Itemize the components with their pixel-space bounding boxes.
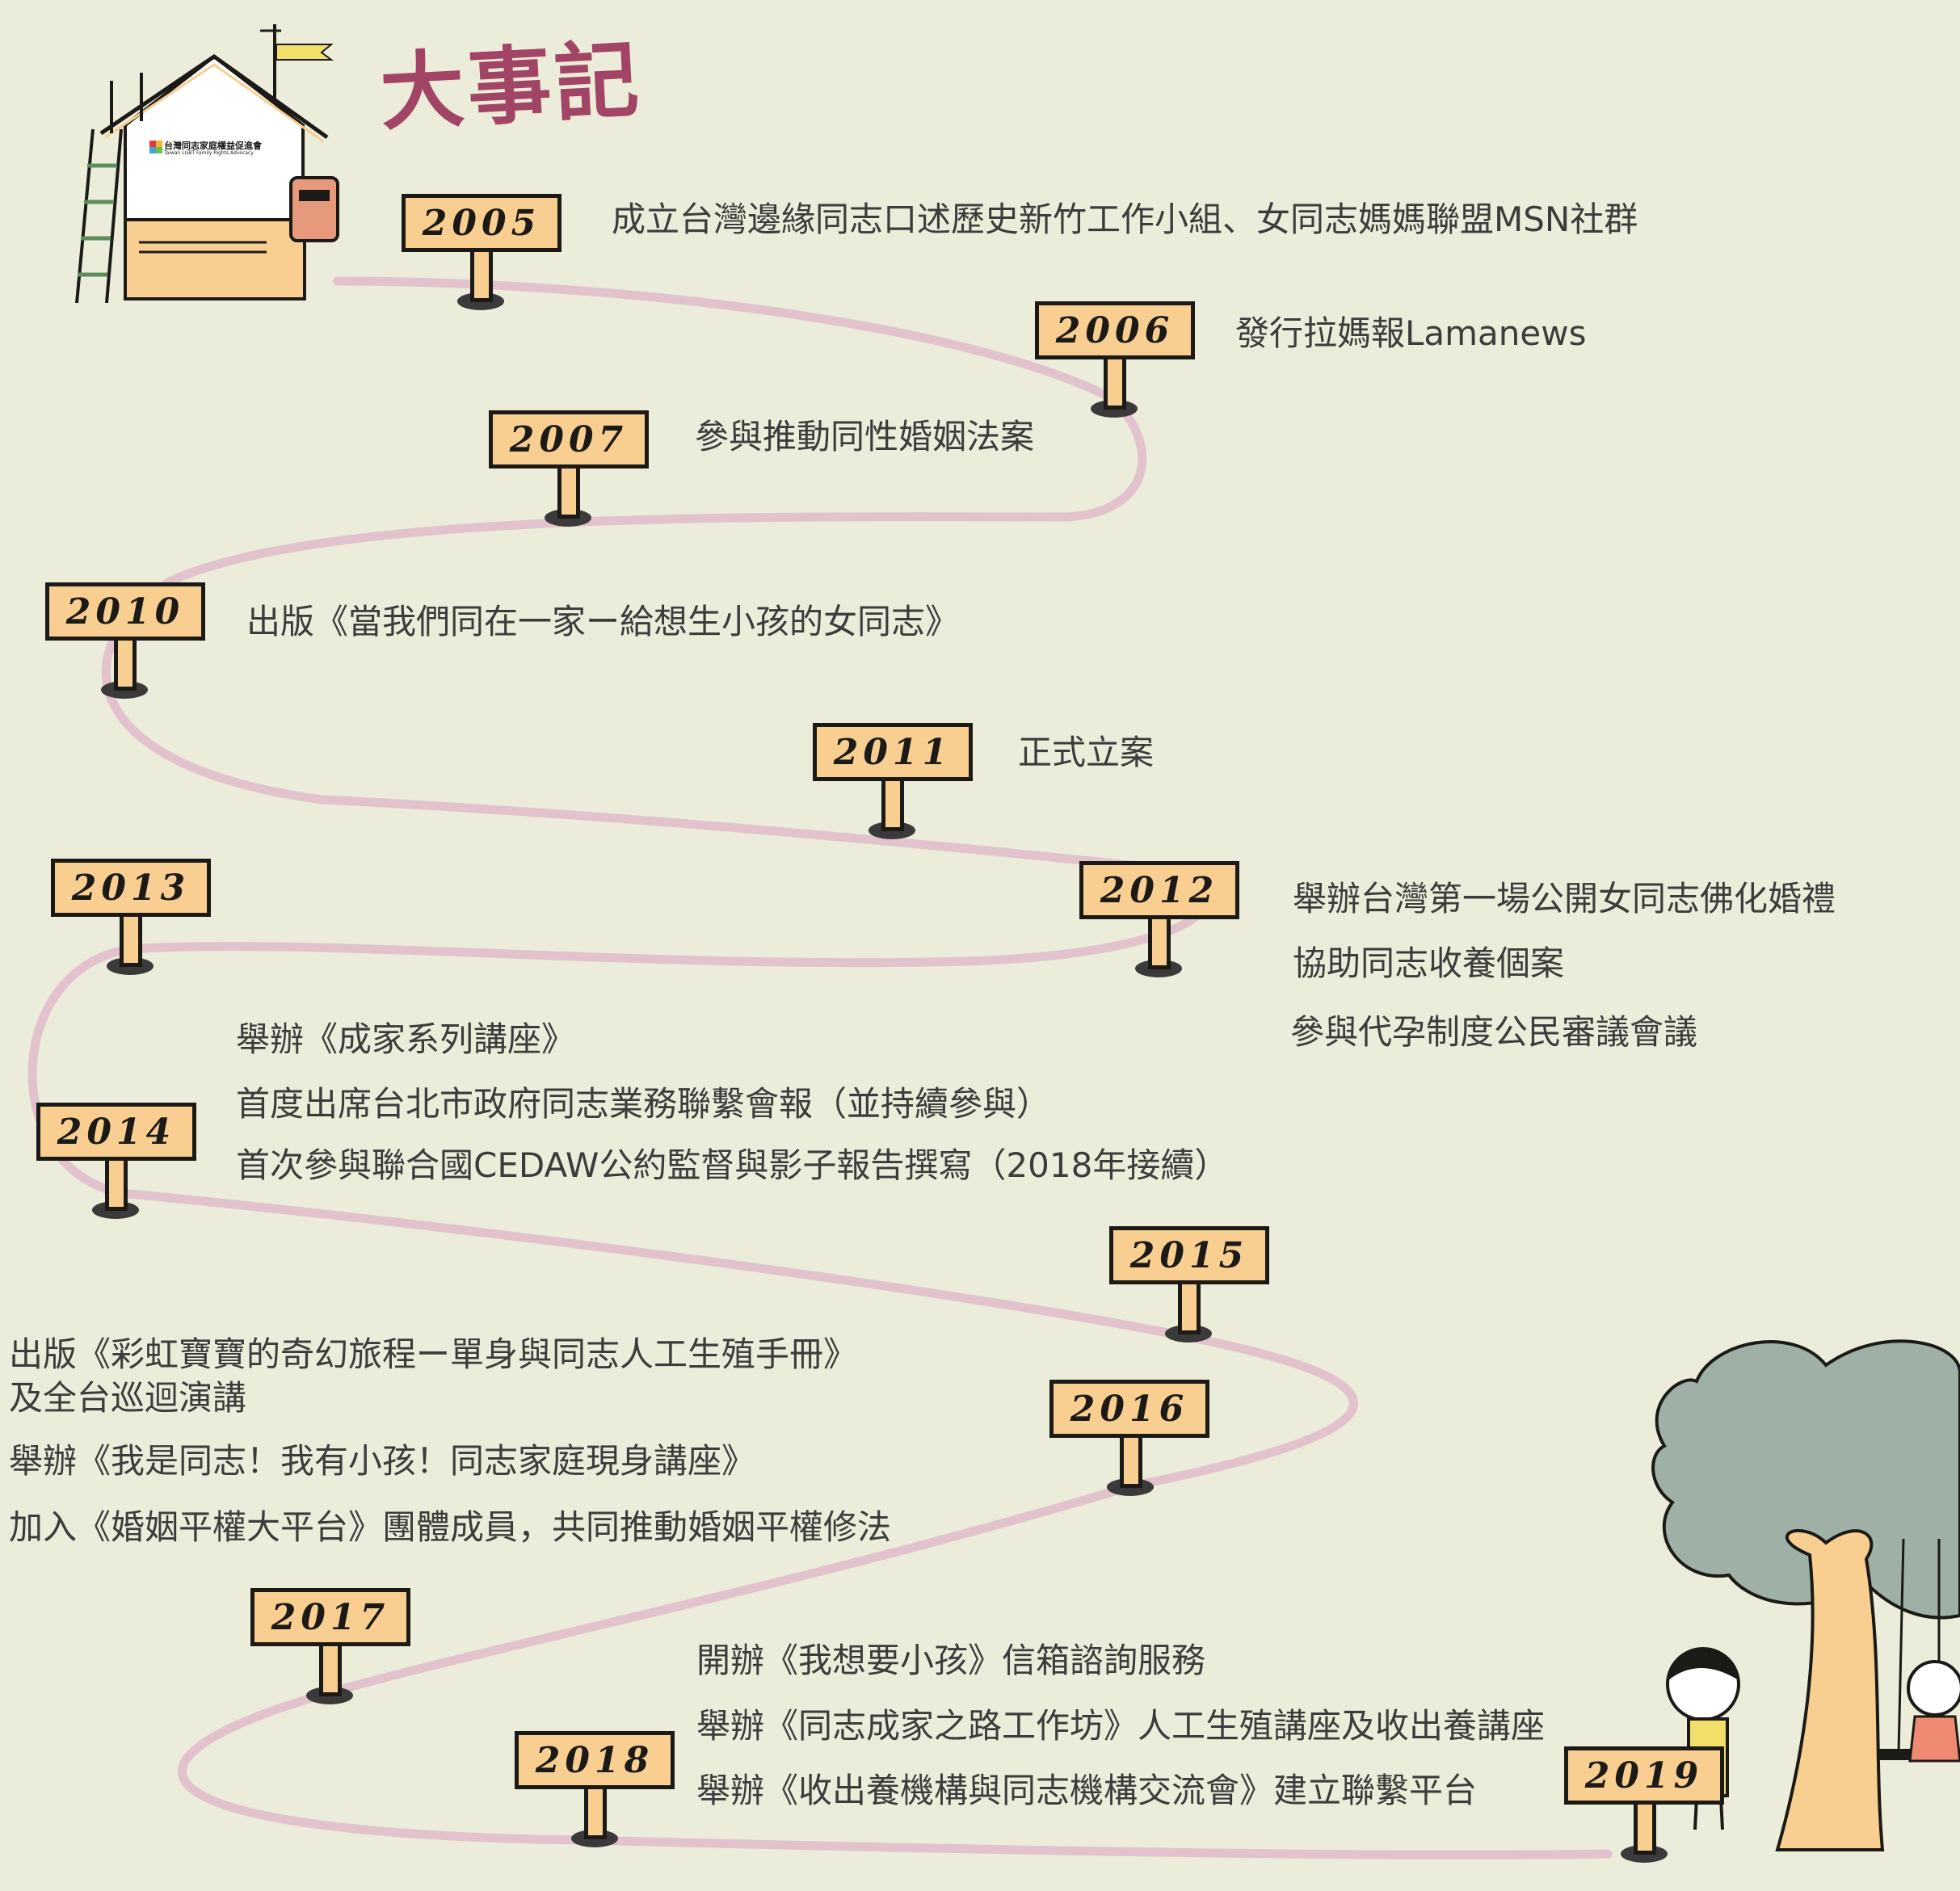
event-text: 首次參與聯合國CEDAW公約監督與影子報告撰寫（2018年接續）	[236, 1145, 1229, 1185]
year-sign: 2006	[1035, 301, 1195, 359]
child-figure	[1666, 1647, 1740, 1830]
signpost-post	[114, 639, 137, 691]
year-sign: 2014	[36, 1103, 196, 1161]
year-sign: 2016	[1049, 1380, 1209, 1438]
year-sign: 2007	[489, 410, 649, 469]
signpost-post	[1634, 1803, 1656, 1855]
signpost-post	[1148, 918, 1171, 969]
event-text: 開辦《我想要小孩》信箱諮詢服務	[696, 1641, 1206, 1680]
year-sign: 2010	[45, 582, 205, 641]
event-text: 加入《婚姻平權大平台》團體成員，共同推動婚姻平權修法	[9, 1507, 892, 1547]
signpost-post	[557, 467, 580, 519]
year-sign: 2005	[402, 194, 562, 252]
event-text: 參與推動同性婚姻法案	[695, 417, 1035, 456]
signpost-post	[105, 1159, 128, 1211]
year-sign: 2019	[1564, 1746, 1724, 1805]
event-text: 發行拉媽報Lamanews	[1235, 313, 1587, 353]
signpost-post	[584, 1788, 607, 1839]
tree-illustration	[1651, 1339, 1960, 1851]
event-text: 正式立案	[1018, 733, 1155, 772]
year-sign: 2012	[1079, 861, 1239, 919]
signpost-post	[1178, 1283, 1201, 1334]
event-text: 舉辦《收出養機構與同志機構交流會》建立聯繫平台	[696, 1771, 1478, 1810]
event-text: 參與代孕制度公民審議會議	[1290, 1012, 1698, 1052]
event-text: 出版《彩虹寶寶的奇幻旅程ー單身與同志人工生殖手冊》	[9, 1334, 858, 1374]
signpost-post	[470, 250, 493, 302]
year-sign: 2015	[1109, 1226, 1269, 1284]
signpost-post	[1120, 1436, 1142, 1488]
logo-text-en: Taiwan LGBT Family Rights Advocacy	[164, 150, 254, 156]
event-text: 成立台灣邊緣同志口述歷史新竹工作小組、女同志媽媽聯盟MSN社群	[612, 200, 1638, 239]
year-sign: 2011	[813, 723, 973, 781]
event-text: 首度出席台北市政府同志業務聯繫會報（並持續參與）	[236, 1084, 1051, 1124]
timeline-path	[27, 276, 1613, 1859]
year-sign: 2013	[51, 859, 211, 917]
event-text: 及全台巡迴演講	[9, 1378, 247, 1418]
page-title: 大事記	[377, 29, 645, 143]
signpost-post	[319, 1645, 342, 1696]
event-text: 出版《當我們同在一家ー給想生小孩的女同志》	[246, 602, 960, 641]
event-text: 舉辦台灣第一場公開女同志佛化婚禮	[1293, 879, 1836, 918]
signpost-post	[120, 915, 142, 967]
logo-text: 台灣同志家庭權益促進會	[164, 141, 262, 151]
house-illustration	[75, 24, 339, 304]
event-text: 舉辦《我是同志！我有小孩！同志家庭現身講座》	[9, 1441, 756, 1481]
signpost-post	[1104, 358, 1126, 410]
year-sign: 2018	[515, 1731, 675, 1789]
signpost-post	[881, 780, 904, 831]
logo-mark-icon	[149, 141, 162, 153]
event-text: 舉辦《同志成家之路工作坊》人工生殖講座及收出養講座	[696, 1706, 1546, 1746]
event-text: 舉辦《成家系列講座》	[236, 1019, 576, 1059]
year-sign: 2017	[250, 1588, 410, 1646]
event-text: 協助同志收養個案	[1293, 943, 1565, 983]
